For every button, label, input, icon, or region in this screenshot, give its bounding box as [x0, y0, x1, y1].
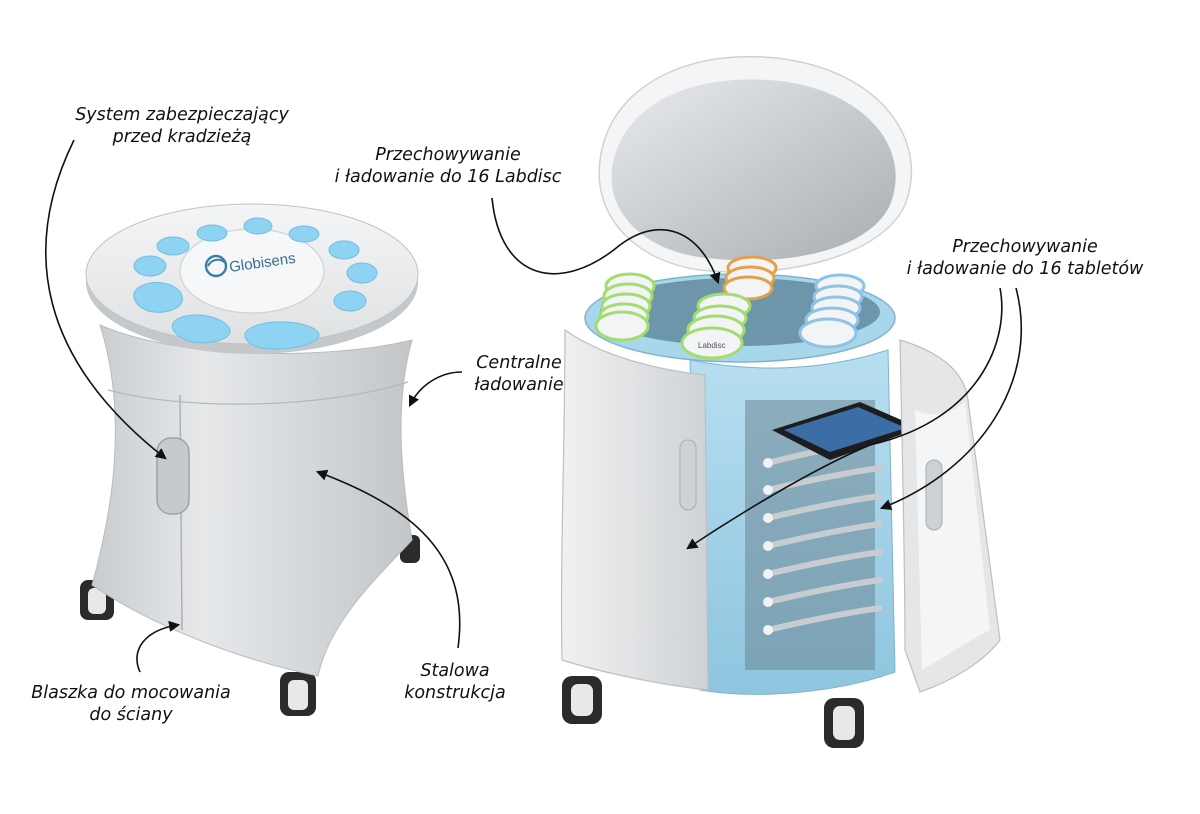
arrow-central-charging: [408, 371, 463, 408]
label-tablet-storage: Przechowywanie i ładowanie do 16 tabletó…: [890, 236, 1160, 280]
label-anti-theft-line2: przed kradzieżą: [112, 127, 252, 147]
label-tablet-storage-line2: i ładowanie do 16 tabletów: [906, 259, 1144, 279]
tablet-slots: [765, 437, 883, 633]
right-cart: Labdisc: [560, 55, 1001, 748]
wheel-right-front-right: [824, 698, 864, 748]
label-wall-mount-line1: Blaszka do mocowania: [31, 683, 231, 703]
arrow-tablets-1: [686, 287, 1003, 550]
labdisc-group-orange: [680, 255, 778, 360]
left-cart: Globisens: [80, 203, 420, 716]
tablet: [772, 402, 920, 460]
label-steel: Stalowa konstrukcja: [380, 660, 530, 704]
charging-pads: [133, 217, 378, 350]
label-steel-line1: Stalowa: [420, 661, 490, 681]
label-labdisc-storage-line2: i ładowanie do 16 Labdisc: [334, 167, 562, 187]
label-anti-theft-line1: System zabezpieczający: [75, 105, 289, 125]
labdisc-group-green: [594, 272, 656, 342]
label-steel-line2: konstrukcja: [404, 683, 506, 703]
label-wall-mount: Blaszka do mocowania do ściany: [6, 682, 256, 726]
label-anti-theft: System zabezpieczający przed kradzieżą: [52, 104, 312, 148]
labdisc-group-blue: [798, 273, 866, 349]
label-labdisc-storage: Przechowywanie i ładowanie do 16 Labdisc: [318, 144, 578, 188]
cart-body: [91, 324, 413, 677]
label-central-charging-line1: Centralne: [476, 353, 562, 373]
left-door: [560, 328, 709, 691]
wheel-front-right: [280, 672, 316, 716]
labdisc-brand: Labdisc: [698, 341, 726, 350]
handle-slot: [156, 437, 190, 515]
arrow-steel: [315, 469, 461, 649]
label-labdisc-storage-line1: Przechowywanie: [375, 145, 521, 165]
label-central-charging: Centralne ładowanie: [454, 352, 584, 396]
label-central-charging-line2: ładowanie: [474, 375, 564, 395]
open-lid: [598, 55, 913, 273]
arrow-wall-mount: [136, 620, 181, 673]
label-wall-mount-line2: do ściany: [89, 705, 173, 725]
callout-arrows: [45, 139, 1023, 673]
arrow-tablets-2: [879, 287, 1023, 510]
arrow-anti-theft: [45, 139, 167, 460]
label-tablet-storage-line1: Przechowywanie: [952, 237, 1098, 257]
wheel-right-front-left: [562, 676, 602, 724]
arrow-labdisc: [491, 197, 721, 285]
